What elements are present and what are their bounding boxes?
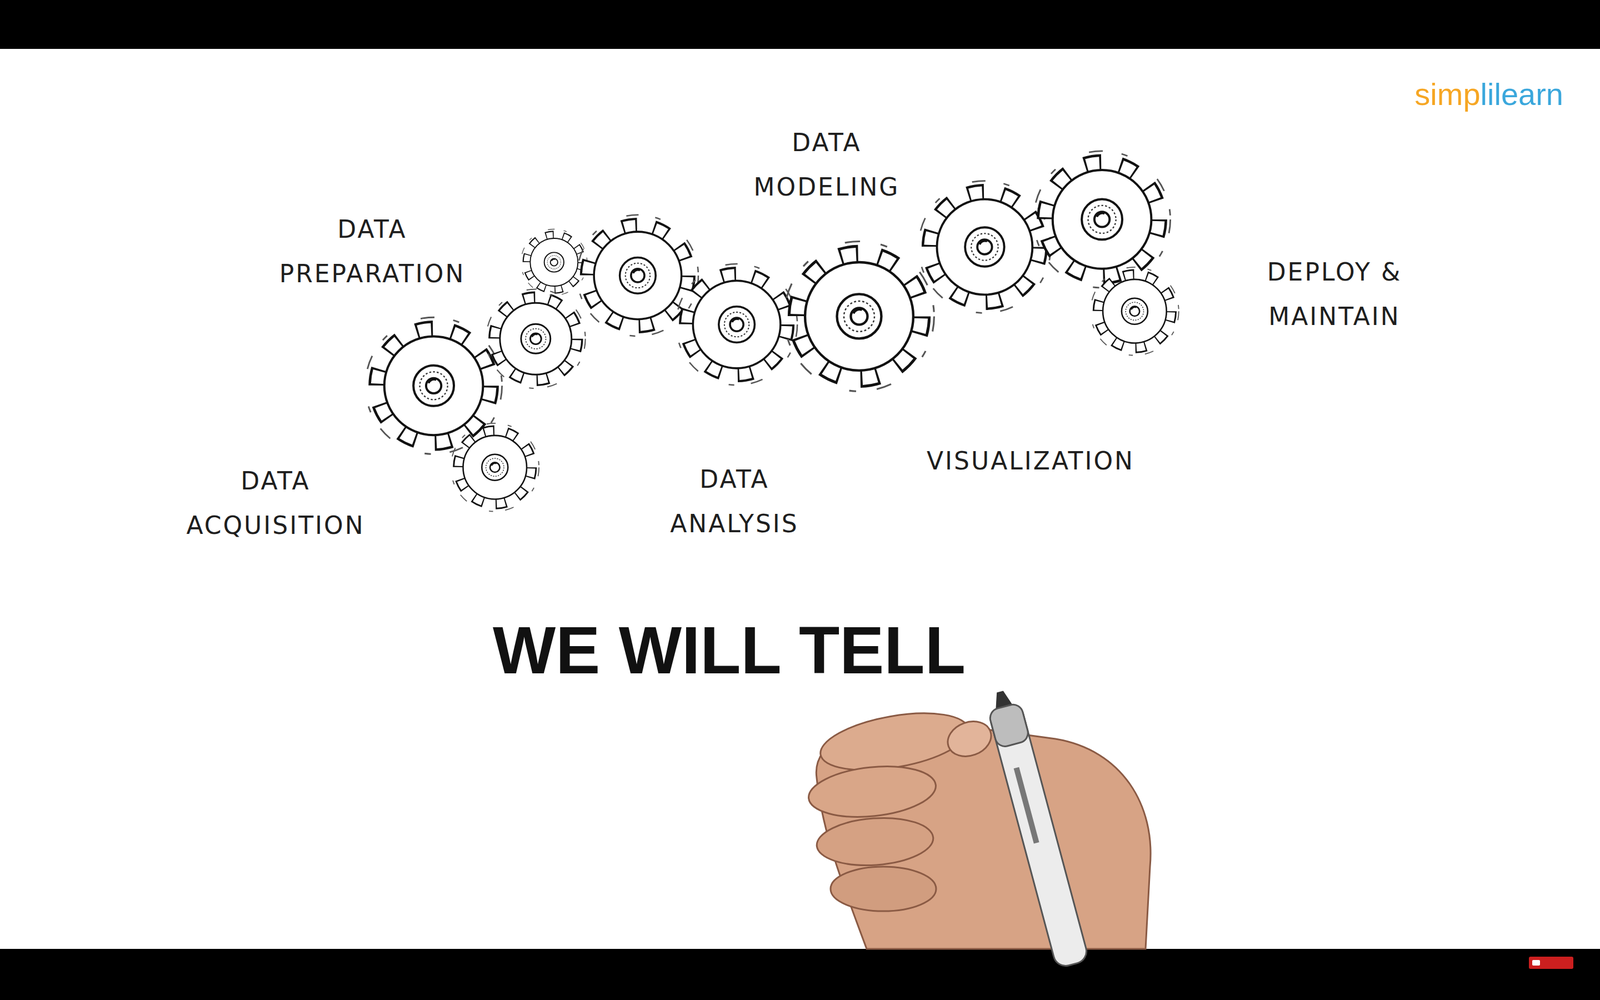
subscribe-button [1528, 956, 1574, 969]
stage-label: DATA ANALYSIS [670, 457, 799, 547]
gear-train [365, 151, 1179, 512]
stage-label: DATA MODELING [753, 120, 900, 210]
brand-logo: simplilearn [1414, 76, 1564, 113]
stage-label: DEPLOY & MAINTAIN [1251, 250, 1418, 339]
headline-text: WE WILL TELL [492, 611, 966, 689]
stage-label: DATA PREPARATION [279, 207, 466, 297]
letterbox-bar [0, 0, 1600, 49]
hand-with-marker [806, 687, 1151, 969]
stage-label: DATA ACQUISITION [186, 458, 365, 548]
letterbox-bar [0, 948, 1600, 1000]
stage-label: VISUALIZATION [926, 438, 1135, 484]
